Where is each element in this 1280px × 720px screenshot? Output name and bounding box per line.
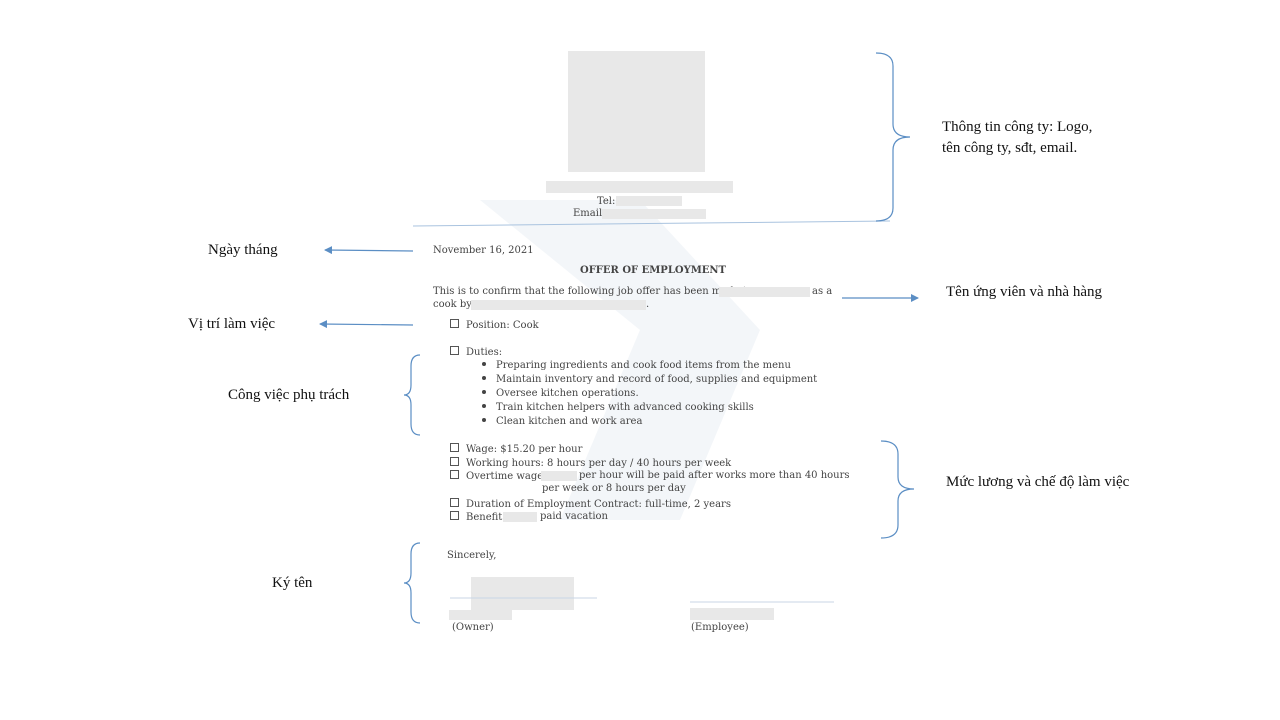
benefit-item: Benefit: (450, 511, 506, 523)
company-logo (568, 51, 705, 172)
checkbox-icon (450, 470, 459, 479)
annotation-wage-conditions: Mức lương và chế độ làm việc (946, 474, 1130, 490)
brace-wage (880, 440, 915, 539)
bullet-icon (482, 418, 486, 422)
owner-label: (Owner) (452, 622, 494, 633)
checkbox-icon (450, 346, 459, 355)
restaurant-name-redacted (471, 300, 646, 310)
closing: Sincerely, (447, 550, 497, 561)
annotation-date: Ngày tháng (208, 242, 278, 258)
annotation-company-info-1: Thông tin công ty: Logo, (942, 119, 1093, 135)
position-item: Position: Cook (450, 319, 539, 331)
owner-signature-redacted (471, 577, 574, 610)
benefit-redacted (503, 512, 537, 522)
candidate-name-redacted (719, 287, 810, 297)
email-redacted (602, 209, 706, 219)
owner-name-redacted (449, 610, 512, 620)
arrow-position (319, 320, 414, 329)
letter-date: November 16, 2021 (433, 245, 534, 256)
checkbox-icon (450, 457, 459, 466)
annotation-signature: Ký tên (272, 575, 313, 591)
checkbox-icon (450, 319, 459, 328)
duty-item: Clean kitchen and work area (482, 416, 642, 427)
benefit-text: paid vacation (540, 511, 608, 522)
arrow-date (324, 246, 414, 255)
bullet-icon (482, 376, 486, 380)
company-name-redacted (546, 181, 733, 193)
brace-company-info (875, 52, 911, 222)
overtime-text: per hour will be paid after works more t… (579, 470, 850, 481)
annotation-candidate-restaurant: Tên ứng viên và nhà hàng (946, 284, 1102, 300)
intro-line-2: cook by (433, 299, 472, 310)
checkbox-icon (450, 498, 459, 507)
checkbox-icon (450, 443, 459, 452)
wage-item: Wage: $15.20 per hour (450, 443, 582, 455)
duty-item: Oversee kitchen operations. (482, 388, 639, 399)
employee-label: (Employee) (691, 622, 749, 633)
intro-line-1-end: as a (812, 286, 833, 297)
annotation-position: Vị trí làm việc (188, 316, 276, 332)
employee-name-redacted (690, 608, 774, 620)
intro-line-2-end: . (646, 299, 650, 310)
brace-signature (403, 542, 421, 624)
duty-item: Train kitchen helpers with advanced cook… (482, 402, 754, 413)
bullet-icon (482, 362, 486, 366)
working-hours-item: Working hours: 8 hours per day / 40 hour… (450, 457, 731, 469)
bullet-icon (482, 404, 486, 408)
email-label: Email: (573, 208, 606, 219)
header-divider (412, 220, 891, 227)
annotation-duties: Công việc phụ trách (228, 387, 350, 403)
intro-line-1: This is to confirm that the following jo… (433, 286, 753, 297)
tel-label: Tel: (597, 196, 616, 207)
letter-title: OFFER OF EMPLOYMENT (580, 265, 726, 276)
tel-redacted (616, 196, 682, 206)
duties-item: Duties: (450, 346, 502, 358)
brace-duties (403, 354, 421, 436)
overtime-item: Overtime wage: (450, 470, 547, 482)
bullet-icon (482, 390, 486, 394)
overtime-wage-redacted (541, 471, 577, 481)
duration-item: Duration of Employment Contract: full-ti… (450, 498, 731, 510)
annotation-company-info-2: tên công ty, sđt, email. (942, 140, 1078, 156)
duty-item: Maintain inventory and record of food, s… (482, 374, 817, 385)
overtime-text-2: per week or 8 hours per day (542, 483, 686, 494)
checkbox-icon (450, 511, 459, 520)
duty-item: Preparing ingredients and cook food item… (482, 360, 791, 371)
